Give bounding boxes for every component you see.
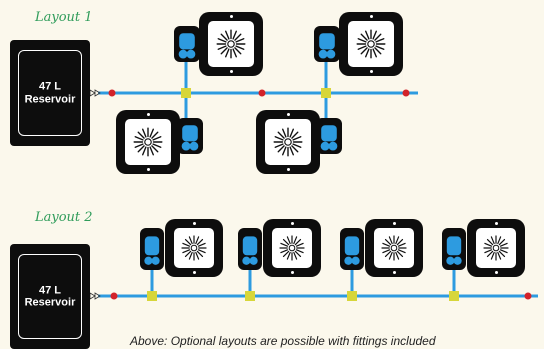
pot-rivet — [229, 15, 233, 18]
valve-icon — [238, 228, 262, 270]
valve-icon — [316, 118, 342, 154]
grow-medium-icon — [133, 127, 163, 157]
grow-pot — [256, 110, 320, 174]
pot-rivet — [229, 70, 233, 73]
pot-rivet — [146, 168, 150, 171]
valve-icon — [140, 228, 164, 270]
pot-rivet — [146, 113, 150, 116]
pot-lid — [476, 228, 516, 268]
valve-icon — [442, 228, 466, 270]
reservoir-volume: 47 L — [38, 283, 61, 296]
outlet-connector-icon — [89, 292, 101, 300]
outlet-connector-icon — [89, 89, 101, 97]
layout-2-title: Layout 2 — [35, 210, 93, 225]
valve-shape — [446, 236, 462, 265]
valve-shape — [181, 125, 199, 151]
grow-pot — [467, 219, 525, 277]
valve-icon — [177, 118, 203, 154]
tee-fitting — [181, 88, 191, 98]
grow-medium-icon — [216, 29, 246, 59]
reservoir-layout-2: 47 L Reservoir — [10, 244, 90, 349]
pot-rivet — [369, 70, 373, 73]
reservoir-frame: 47 L Reservoir — [18, 254, 82, 339]
grow-pot — [339, 12, 403, 76]
valve-shape — [318, 33, 336, 59]
grow-medium-icon — [279, 235, 305, 261]
pot-lid — [348, 21, 394, 67]
pot-rivet — [192, 271, 196, 274]
valve-shape — [242, 236, 258, 265]
grow-pot — [263, 219, 321, 277]
reservoir-frame: 47 L Reservoir — [18, 50, 82, 136]
pot-rivet — [290, 271, 294, 274]
pot-lid — [265, 119, 311, 165]
reservoir-label: 47 L Reservoir — [19, 80, 81, 105]
layout-1-title: Layout 1 — [35, 10, 93, 25]
grow-medium-icon — [483, 235, 509, 261]
grow-medium-icon — [356, 29, 386, 59]
end-cap — [258, 89, 266, 97]
reservoir-volume: 47 L — [38, 80, 61, 93]
reservoir-label: 47 L Reservoir — [19, 284, 81, 309]
end-cap — [524, 292, 532, 300]
grow-medium-icon — [181, 235, 207, 261]
grow-pot — [116, 110, 180, 174]
pot-rivet — [494, 222, 498, 225]
end-cap — [110, 292, 118, 300]
end-cap — [402, 89, 410, 97]
pot-rivet — [369, 15, 373, 18]
grow-pot — [165, 219, 223, 277]
pot-lid — [174, 228, 214, 268]
pot-rivet — [286, 113, 290, 116]
tee-fitting — [449, 291, 459, 301]
pot-rivet — [286, 168, 290, 171]
pot-lid — [125, 119, 171, 165]
tee-fitting — [347, 291, 357, 301]
grow-pot — [199, 12, 263, 76]
pot-rivet — [494, 271, 498, 274]
valve-shape — [320, 125, 338, 151]
pot-lid — [208, 21, 254, 67]
valve-icon — [174, 26, 200, 62]
pot-rivet — [290, 222, 294, 225]
end-cap — [108, 89, 116, 97]
pot-rivet — [392, 222, 396, 225]
grow-medium-icon — [381, 235, 407, 261]
reservoir-name: Reservoir — [24, 93, 76, 105]
caption: Above: Optional layouts are possible wit… — [130, 334, 436, 348]
pot-rivet — [192, 222, 196, 225]
valve-icon — [314, 26, 340, 62]
valve-icon — [340, 228, 364, 270]
valve-shape — [344, 236, 360, 265]
valve-shape — [178, 33, 196, 59]
tee-fitting — [321, 88, 331, 98]
grow-pot — [365, 219, 423, 277]
valve-shape — [144, 236, 160, 265]
pot-lid — [272, 228, 312, 268]
tee-fitting — [147, 291, 157, 301]
pot-rivet — [392, 271, 396, 274]
reservoir-layout-1: 47 L Reservoir — [10, 40, 90, 146]
tee-fitting — [245, 291, 255, 301]
reservoir-name: Reservoir — [24, 296, 76, 309]
pot-lid — [374, 228, 414, 268]
grow-medium-icon — [273, 127, 303, 157]
